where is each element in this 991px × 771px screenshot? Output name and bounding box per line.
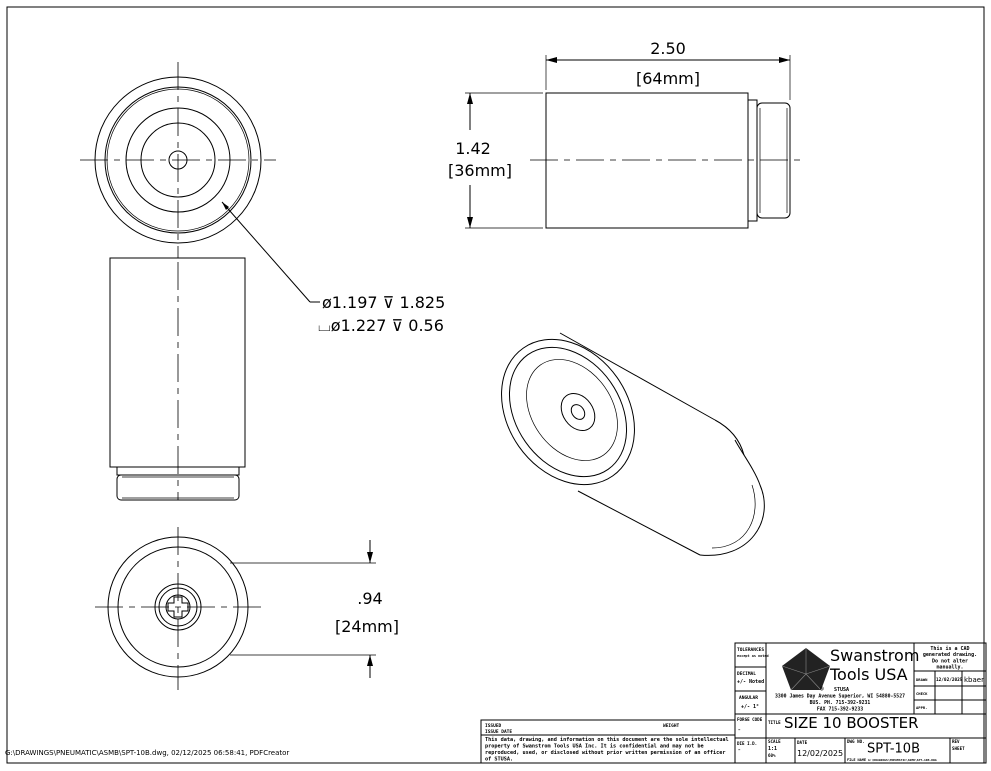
length-mm: [64mm] (636, 69, 700, 88)
issue-block: ISSUED ISSUE DATE WEIGHT This data, draw… (480, 719, 736, 764)
drawing-number: SPT-10B (867, 742, 920, 757)
title-block-scale-note: 60% (768, 753, 776, 758)
depth-value: .94 (357, 589, 382, 608)
drawn-date: 12/02/2025 (936, 677, 963, 683)
title-block-fax: FAX 715-392-9233 (817, 707, 863, 713)
hole-callout-1: ø1.197 ⊽ 1.825 (322, 293, 445, 312)
title-block-issued-label: ISSUED (485, 723, 502, 729)
title-block-dwg-no-label: DWG NO. (847, 739, 865, 744)
title-block-issue-date-label: ISSUE DATE (485, 729, 512, 735)
depth-mm: [24mm] (335, 617, 399, 636)
title-block-angular-value: +/- 1° (741, 704, 759, 710)
side-view-left (109, 257, 246, 501)
title-block-weight-label: WEIGHT (663, 723, 680, 729)
title-block-confidential-1: property of Swanstrom Tools USA Inc. It … (485, 744, 704, 750)
title-block-rev-label: REV (952, 739, 960, 744)
title-block-cad-note-3: manually. (936, 665, 963, 671)
end-view-bottom (95, 527, 262, 690)
title-block-abbrev: STUSA (834, 687, 849, 693)
title-block-forge-code-value: - (738, 726, 741, 734)
title-block-confidential-3: of STUSA. (485, 757, 513, 763)
title-block-tolerances-sub: except as noted (737, 654, 769, 658)
title-block-drawn-label: DRAWN (916, 677, 928, 682)
title-block-decimal: DECIMAL (737, 671, 756, 677)
side-view-right: 2.50 [64mm] 1.42 [36mm] (448, 39, 800, 229)
company-logo (781, 648, 831, 691)
title-block-cad-note-2: Do not alter (932, 658, 968, 664)
title-block-file-name-label: FILE NAME (847, 758, 866, 762)
confidential-line-1: This data, drawing, and information on t… (485, 737, 729, 743)
title-block-check-label: CHECK (916, 691, 928, 696)
title-block-date-label: DATE (797, 740, 808, 745)
company-name-1: Swanstrom (830, 646, 919, 665)
title-block-scale-label: SCALE (768, 739, 781, 744)
title-block-die-id-label: DIE I.D. (737, 741, 757, 746)
title-block-cad-note-1: generated drawing. (923, 652, 977, 658)
title-block-die-id-value: - (738, 746, 741, 754)
hole-callout-2: ⌴ø1.227 ⊽ 0.56 (318, 316, 444, 335)
drawing-title: SIZE 10 BOOSTER (784, 714, 919, 732)
diameter-value: 1.42 (455, 139, 491, 158)
company-name-2: Tools USA (829, 665, 908, 684)
hole-callout: ø1.197 ⊽ 1.825 ⌴ø1.227 ⊽ 0.56 (221, 201, 445, 335)
title-block-cad-note-0: This is a CAD (930, 646, 969, 652)
title-block-tolerances: TOLERANCES (737, 647, 764, 653)
isometric-view (501, 332, 765, 556)
drawn-by: kbaer (964, 676, 984, 684)
title-block: TOLERANCES except as noted DECIMAL +/- N… (734, 642, 987, 764)
depth-dimension: .94 [24mm] (230, 540, 399, 678)
title-block-registered: ® (820, 686, 824, 693)
title-block-confidential-2: reproduced, used, or disclosed without p… (485, 750, 725, 756)
title-block-sheet-label: SHEET (952, 746, 965, 751)
title-block-title-label: TITLE (768, 720, 781, 725)
title-block-forge-code-label: FORGE CODE (737, 717, 763, 722)
drawing-date: 12/02/2025 (797, 749, 843, 758)
end-view-top (80, 62, 276, 258)
title-block-phone: BUS. PH. 715-392-9231 (810, 700, 871, 706)
file-path-footer: G:\DRAWINGS\PNEUMATIC\ASMB\SPT-10B.dwg, … (5, 749, 289, 757)
title-block-appr-label: APPR. (916, 705, 927, 710)
title-block-decimal-value: +/- Noted (737, 679, 764, 685)
title-block-angular: ANGULAR (739, 695, 758, 701)
title-block-scale-value: 1:1 (768, 746, 777, 752)
length-value: 2.50 (650, 39, 686, 58)
company-address: 3300 James Day Avenue Superior, WI 54880… (775, 694, 905, 700)
title-block-file-name: G:\DRAWINGS\PNEUMATIC\ASMB\SPT-10B.DWG (868, 758, 937, 762)
diameter-mm: [36mm] (448, 161, 512, 180)
